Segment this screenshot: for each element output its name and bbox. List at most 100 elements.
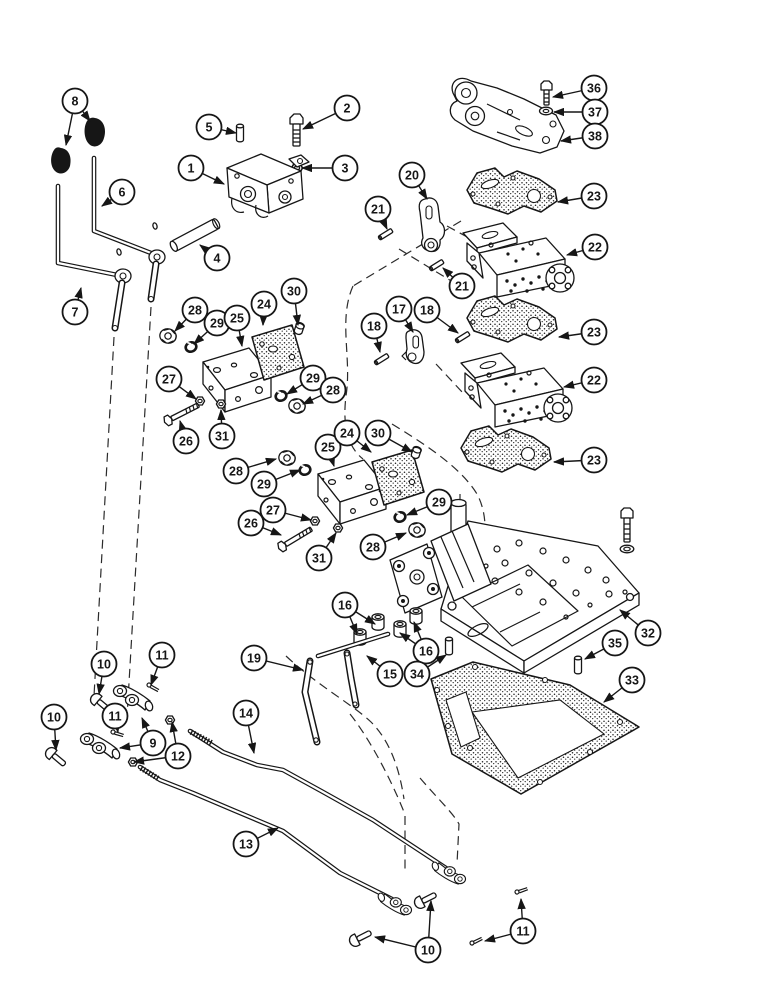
svg-text:3: 3 [342, 161, 349, 175]
rockshaft-cover [449, 77, 565, 154]
callout-27: 27 [155, 365, 197, 400]
dowel-pin-34 [444, 636, 454, 656]
svg-text:4: 4 [214, 251, 221, 265]
callout-28: 28 [301, 376, 347, 405]
callout-19: 19 [240, 644, 305, 672]
svg-text:23: 23 [587, 453, 601, 467]
plug-28 [406, 520, 428, 540]
svg-text:21: 21 [371, 202, 385, 216]
roll-pin [235, 123, 245, 143]
svg-text:24: 24 [257, 297, 271, 311]
callout-26: 26 [237, 509, 283, 537]
gasket-23 [460, 425, 552, 473]
bushing-16 [371, 613, 385, 631]
plate-bolt [619, 507, 635, 554]
svg-text:28: 28 [326, 383, 340, 397]
svg-text:28: 28 [188, 303, 202, 317]
svg-text:11: 11 [155, 648, 168, 662]
callout-10: 10 [90, 650, 118, 696]
valve-mounting-plate [440, 520, 640, 674]
callout-16: 16 [331, 591, 376, 636]
callout-17: 17 [385, 295, 414, 333]
svg-text:19: 19 [247, 651, 261, 665]
cotter-pin-11 [145, 681, 161, 693]
plug-30 [409, 444, 423, 461]
callout-16: 16 [399, 620, 440, 665]
pivot-pin [169, 218, 221, 252]
svg-text:23: 23 [587, 189, 601, 203]
callout-33: 33 [603, 666, 646, 703]
svg-text:31: 31 [312, 551, 326, 565]
cover-bolt [540, 80, 553, 106]
parts-layer [42, 77, 640, 949]
nut-31 [332, 523, 344, 533]
callout-9: 9 [118, 716, 167, 757]
seal-29 [391, 508, 408, 525]
callout-3: 3 [300, 154, 359, 182]
svg-text:2: 2 [344, 101, 351, 115]
callout-21: 21 [364, 195, 392, 231]
pan-gasket-33 [430, 661, 640, 795]
svg-text:17: 17 [392, 302, 406, 316]
svg-text:5: 5 [206, 120, 213, 134]
callout-31: 31 [305, 532, 337, 572]
svg-text:23: 23 [587, 325, 601, 339]
nut-27 [309, 516, 321, 526]
callout-23: 23 [552, 446, 608, 474]
callout-7: 7 [61, 286, 89, 326]
support-bracket [226, 153, 310, 218]
callout-35: 35 [584, 629, 629, 660]
svg-text:6: 6 [119, 185, 126, 199]
svg-text:29: 29 [210, 316, 224, 330]
svg-text:30: 30 [371, 426, 385, 440]
callout-18: 18 [360, 312, 388, 354]
svg-text:29: 29 [257, 477, 271, 491]
callout-26: 26 [172, 419, 200, 455]
callout-29: 29 [286, 364, 327, 395]
woodruff-keys [116, 222, 158, 256]
svg-text:7: 7 [72, 305, 79, 319]
bushing-16 [393, 620, 407, 638]
callout-29: 29 [250, 469, 302, 498]
callout-12: 12 [132, 720, 192, 770]
callout-layer: 8675123436373823222021212322231718182829… [40, 74, 662, 964]
valve-section-22 [462, 222, 575, 298]
clevis-pin-10 [411, 888, 440, 911]
svg-text:31: 31 [215, 429, 229, 443]
svg-text:25: 25 [230, 311, 244, 325]
svg-text:10: 10 [47, 710, 61, 724]
callout-21: 21 [442, 267, 476, 300]
callout-30: 30 [280, 277, 308, 327]
svg-text:29: 29 [306, 371, 320, 385]
svg-text:37: 37 [588, 105, 602, 119]
callout-14: 14 [232, 699, 260, 755]
callout-29: 29 [405, 488, 453, 516]
callout-8: 8 [61, 87, 91, 147]
svg-text:34: 34 [410, 667, 424, 681]
svg-text:1: 1 [188, 161, 195, 175]
callout-11: 11 [101, 702, 129, 734]
callout-36: 36 [551, 74, 608, 102]
plug-28 [286, 396, 308, 416]
callout-10: 10 [373, 899, 442, 964]
callout-34: 34 [403, 654, 447, 688]
svg-text:22: 22 [587, 373, 601, 387]
actuating-lever-19 [301, 649, 360, 746]
svg-text:12: 12 [171, 749, 185, 763]
callout-5: 5 [195, 113, 238, 141]
callout-23: 23 [556, 182, 608, 210]
callout-25: 25 [314, 433, 342, 468]
callout-20: 20 [398, 161, 428, 200]
svg-text:26: 26 [179, 434, 193, 448]
svg-text:26: 26 [244, 516, 258, 530]
pin-18 [454, 330, 471, 344]
callout-24: 24 [333, 419, 372, 453]
svg-text:27: 27 [162, 372, 176, 386]
cotter-pin-11 [468, 935, 484, 947]
plug-28 [157, 326, 179, 346]
callout-22: 22 [562, 366, 608, 394]
callout-23: 23 [557, 318, 608, 346]
svg-text:29: 29 [432, 495, 446, 509]
clevis-pin-10 [346, 926, 375, 949]
